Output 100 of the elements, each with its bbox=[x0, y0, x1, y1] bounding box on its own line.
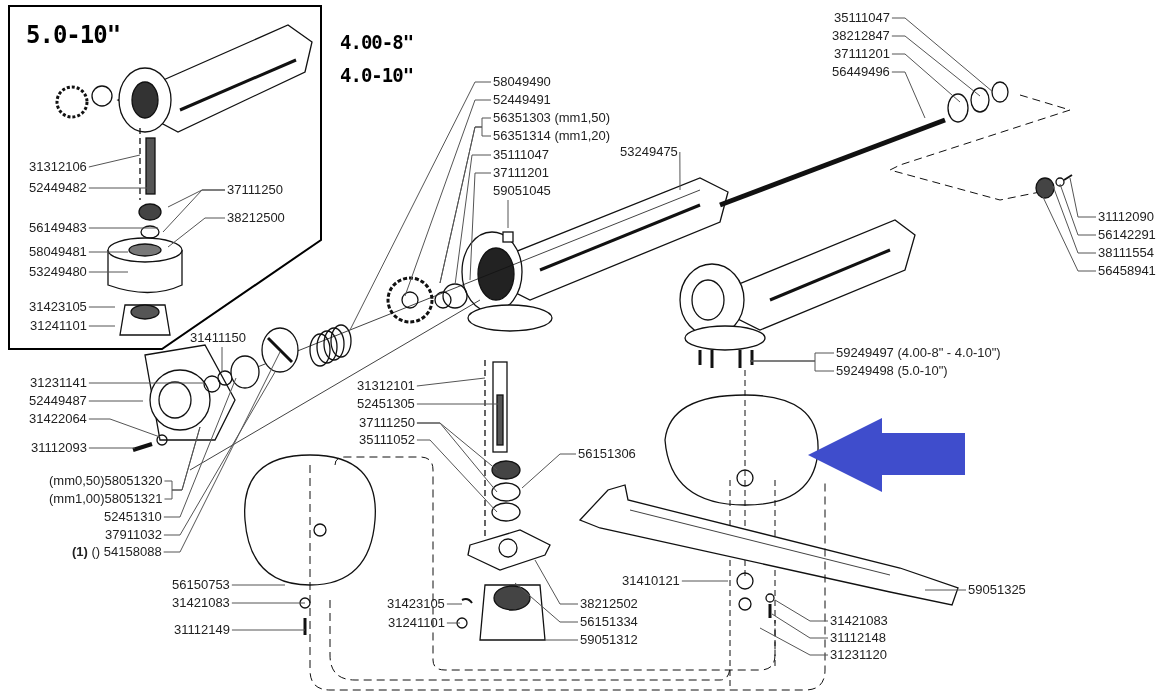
part-number: 31423105 bbox=[387, 596, 445, 612]
leader-line bbox=[88, 418, 161, 438]
part-number: 31241101 bbox=[30, 318, 87, 334]
leader-line bbox=[88, 251, 129, 253]
part-number: 31112148 bbox=[830, 630, 886, 646]
leader-line bbox=[231, 584, 286, 586]
leader-line bbox=[514, 582, 579, 623]
part-number: 38212502 bbox=[580, 596, 638, 612]
leader-line bbox=[88, 400, 144, 402]
leader-line bbox=[891, 17, 994, 93]
leader-line bbox=[416, 439, 498, 513]
size-heading: 5.0-10" bbox=[26, 21, 121, 49]
leader-line bbox=[88, 447, 136, 449]
leader-line bbox=[163, 351, 281, 553]
leader-line bbox=[88, 325, 116, 327]
part-number: 56449496 bbox=[832, 64, 890, 80]
leader-line bbox=[1042, 196, 1097, 272]
leader-line bbox=[88, 154, 141, 168]
part-number: 53249480 bbox=[29, 264, 87, 280]
part-number: (mm0,50)58051320 bbox=[49, 473, 163, 489]
part-number: 59249498 (5.0-10") bbox=[836, 363, 948, 379]
leader-line bbox=[446, 603, 463, 605]
part-number: 37111201 bbox=[493, 165, 549, 181]
part-number: 38212500 bbox=[227, 210, 285, 226]
leader-line bbox=[507, 199, 509, 229]
leader-line bbox=[891, 71, 926, 119]
part-number: 31112149 bbox=[174, 622, 230, 638]
leader-line bbox=[349, 81, 492, 331]
part-number: 31312106 bbox=[29, 159, 87, 175]
part-number: 56142291 bbox=[1098, 227, 1156, 243]
leader-line bbox=[404, 99, 492, 297]
leader-line bbox=[163, 377, 237, 518]
part-number: 31112090 bbox=[1098, 209, 1154, 225]
part-number: 52451305 bbox=[357, 396, 415, 412]
leader-line bbox=[167, 217, 226, 248]
leader-line bbox=[1069, 177, 1097, 218]
part-number: 37111250 bbox=[359, 415, 415, 431]
part-number: 38212847 bbox=[832, 28, 890, 44]
part-number: 52449482 bbox=[29, 180, 87, 196]
part-number: 37111201 bbox=[834, 46, 890, 62]
leader-line bbox=[454, 154, 492, 286]
leader-line bbox=[416, 377, 486, 387]
part-number: 59249497 (4.00-8" - 4.0-10") bbox=[836, 345, 1001, 361]
leader-line bbox=[1059, 183, 1097, 236]
part-number: 59051045 bbox=[493, 183, 551, 199]
leader-line bbox=[681, 580, 729, 582]
part-number: 31312101 bbox=[357, 378, 415, 394]
leader-line bbox=[749, 360, 835, 372]
part-number: 56151306 bbox=[578, 446, 636, 462]
leader-line bbox=[88, 227, 159, 229]
part-number: 52449487 bbox=[29, 393, 87, 409]
part-number: 31421083 bbox=[830, 613, 888, 629]
leader-line bbox=[891, 53, 961, 103]
leader-line bbox=[774, 599, 829, 622]
part-number: (mm1,00)58051321 bbox=[49, 491, 163, 507]
part-number: 58049481 bbox=[29, 244, 87, 260]
inset-panel bbox=[8, 5, 322, 350]
part-number: 56151334 bbox=[580, 614, 638, 630]
leader-line bbox=[231, 629, 306, 631]
leader-line bbox=[88, 382, 204, 384]
part-number: 35111047 bbox=[493, 147, 549, 163]
part-number: 31231120 bbox=[830, 647, 887, 663]
part-number: 56458941 bbox=[1098, 263, 1156, 279]
part-number: 56149483 bbox=[29, 220, 87, 236]
part-number: 59051312 bbox=[580, 632, 638, 648]
part-number: 37911032 bbox=[105, 527, 162, 543]
part-number: (1) () 54158088 bbox=[72, 544, 162, 560]
leader-line bbox=[534, 559, 579, 605]
part-number: 31411150 bbox=[190, 330, 246, 346]
leader-line bbox=[221, 346, 223, 373]
part-number: 38111554 bbox=[1098, 245, 1154, 261]
part-number: 56351303 (mm1,50) bbox=[493, 110, 611, 126]
leader-line bbox=[416, 422, 498, 493]
leader-line bbox=[446, 622, 461, 624]
leader-line bbox=[891, 35, 981, 97]
leader-line bbox=[469, 172, 492, 281]
leader-line bbox=[88, 306, 116, 308]
leader-line bbox=[759, 627, 829, 656]
part-number: 53249475 bbox=[620, 144, 678, 160]
size-heading: 4.0-10" bbox=[340, 64, 414, 86]
leader-line bbox=[162, 189, 226, 233]
part-number: 56150753 bbox=[172, 577, 230, 593]
part-number: 35111047 bbox=[834, 10, 890, 26]
part-number: 31231141 bbox=[30, 375, 87, 391]
leader-line bbox=[679, 151, 681, 191]
size-heading: 4.00-8" bbox=[340, 31, 414, 53]
leader-line bbox=[771, 613, 829, 639]
leader-line bbox=[88, 271, 129, 273]
part-number: 31112093 bbox=[31, 440, 87, 456]
leader-line bbox=[231, 602, 306, 604]
leader-line bbox=[416, 403, 499, 405]
leader-line bbox=[1052, 185, 1097, 254]
part-number: 31410121 bbox=[622, 573, 680, 589]
leader-line bbox=[544, 639, 579, 641]
part-number: 31422064 bbox=[29, 411, 87, 427]
part-number: 31241101 bbox=[388, 615, 445, 631]
part-number: 58049490 bbox=[493, 74, 551, 90]
part-number: 52451310 bbox=[104, 509, 162, 525]
leader-line bbox=[521, 453, 577, 489]
part-number: 31423105 bbox=[29, 299, 87, 315]
